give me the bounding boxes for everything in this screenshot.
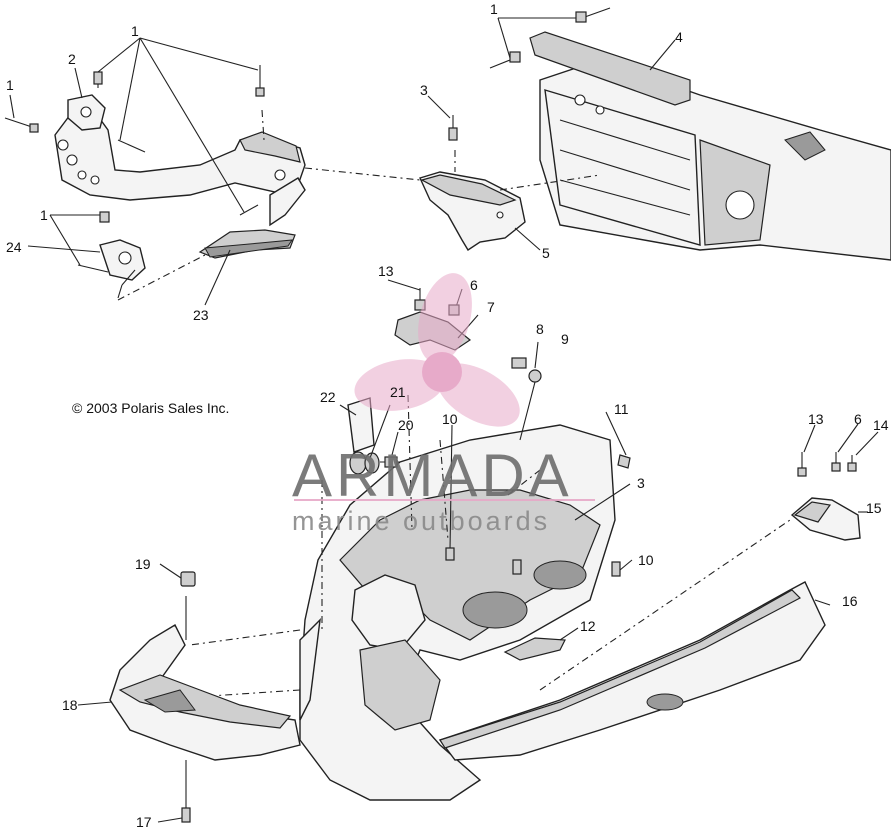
callout-label: 16 (842, 593, 858, 609)
callout-label: 13 (808, 411, 824, 427)
callout-labels: 1 2 1 1 24 23 3 1 4 5 13 6 7 8 9 22 21 1… (6, 1, 889, 830)
callout-label: 19 (135, 556, 151, 572)
callout-label: 14 (873, 417, 889, 433)
callout-label: 1 (40, 207, 48, 223)
callout-label: 3 (420, 82, 428, 98)
callout-label: 6 (470, 277, 478, 293)
watermark: ARMADA marine outboards (292, 273, 595, 536)
part-18-bumper (77, 563, 301, 823)
callout-label: 1 (490, 1, 498, 17)
callout-label: 21 (390, 384, 406, 400)
callout-label: 10 (442, 411, 458, 427)
callout-label: 4 (675, 29, 683, 45)
callout-label: 10 (638, 552, 654, 568)
callout-label: 2 (68, 51, 76, 67)
callout-label: 7 (487, 299, 495, 315)
watermark-tagline: marine outboards (292, 506, 550, 536)
callout-label: 22 (320, 389, 336, 405)
callout-label: 23 (193, 307, 209, 323)
callout-label: 3 (637, 475, 645, 491)
copyright-text: © 2003 Polaris Sales Inc. (72, 400, 229, 416)
callout-label: 24 (6, 239, 22, 255)
callout-label: 8 (536, 321, 544, 337)
bolts-top-left (4, 65, 265, 273)
callout-label: 11 (614, 401, 629, 417)
callout-label: 1 (6, 77, 14, 93)
parts-20-22 (339, 397, 400, 475)
callout-label: 15 (866, 500, 882, 516)
callout-label: 9 (561, 331, 569, 347)
callout-label: 20 (398, 417, 414, 433)
front-bracket-assembly (54, 94, 306, 281)
bracket-part-5 (419, 95, 541, 251)
callout-label: 5 (542, 245, 550, 261)
chassis-frame (489, 7, 891, 261)
watermark-brand: ARMADA (292, 442, 573, 509)
part-15-trim (790, 423, 879, 606)
callout-label: 12 (580, 618, 596, 634)
callout-label: 1 (131, 23, 139, 39)
propeller-logo (354, 273, 520, 427)
callout-label: 18 (62, 697, 78, 713)
leaders-top-left (9, 37, 421, 306)
hood-body (299, 424, 826, 801)
callout-label: 6 (854, 411, 862, 427)
callout-label: 13 (378, 263, 394, 279)
callout-label: 17 (136, 814, 152, 830)
